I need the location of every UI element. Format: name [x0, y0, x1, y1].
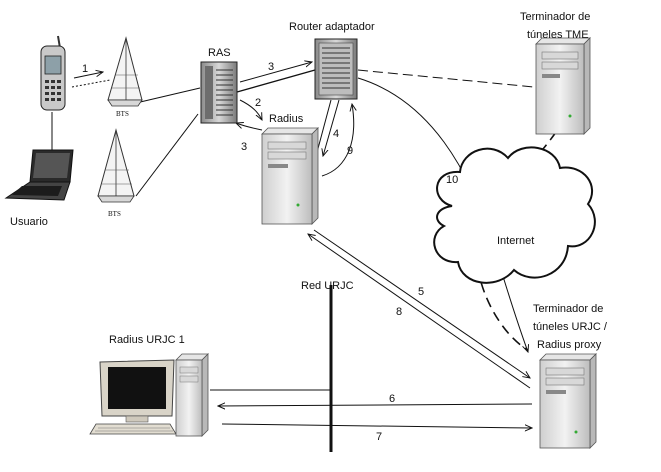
- label-radius: Radius: [269, 113, 304, 125]
- label-terminador-urjc-line3: Radius proxy: [537, 339, 602, 351]
- terminador-tme-server-icon: [535, 37, 591, 135]
- step-6-label: 6: [389, 393, 395, 405]
- flow-arrows: [71, 62, 532, 428]
- label-terminador-tme-line1: Terminador de: [520, 11, 590, 23]
- laptop-icon: [4, 149, 74, 201]
- node-labels: Usuario BTS BTS RAS Router adaptador Rad…: [10, 11, 608, 351]
- label-terminador-urjc-line1: Terminador de: [533, 303, 603, 315]
- label-red-urjc: Red URJC: [301, 280, 354, 292]
- step-2-label: 2: [255, 97, 261, 109]
- label-ras: RAS: [208, 47, 231, 59]
- radius-server-icon: [261, 127, 319, 225]
- step-3-label: 3: [268, 61, 274, 73]
- bts-tower-icon: [97, 128, 135, 203]
- step-4-label: 4: [333, 128, 339, 140]
- label-terminador-urjc-line2: túneles URJC /: [533, 321, 608, 333]
- step-1-label: 1: [82, 63, 88, 75]
- radius-urjc-workstation-icon: [89, 353, 209, 437]
- step-5-label: 5: [418, 286, 424, 298]
- label-bts: BTS: [116, 110, 129, 118]
- router-server-icon: [314, 38, 358, 100]
- step-9-label: 9: [347, 145, 353, 157]
- label-usuario: Usuario: [10, 216, 48, 228]
- terminador-urjc-server-icon: [539, 353, 597, 449]
- ras-server-icon: [200, 61, 238, 124]
- bts-tower-icon: [107, 36, 143, 107]
- label-router-adaptador: Router adaptador: [289, 21, 375, 33]
- internet-cloud-icon: [433, 146, 596, 284]
- step-labels: 1 2 3 3 4 9 10 5 8 6 7: [82, 61, 458, 443]
- label-terminador-tme-line2: túneles TME: [527, 29, 589, 41]
- step-8-label: 8: [396, 306, 402, 318]
- mobile-phone-icon: [40, 35, 66, 111]
- label-internet: Internet: [497, 235, 534, 247]
- label-bts: BTS: [108, 210, 121, 218]
- step-10-label: 10: [446, 174, 458, 186]
- step-7-label: 7: [376, 431, 382, 443]
- step-3-label: 3: [241, 141, 247, 153]
- label-radius-urjc: Radius URJC 1: [109, 334, 185, 346]
